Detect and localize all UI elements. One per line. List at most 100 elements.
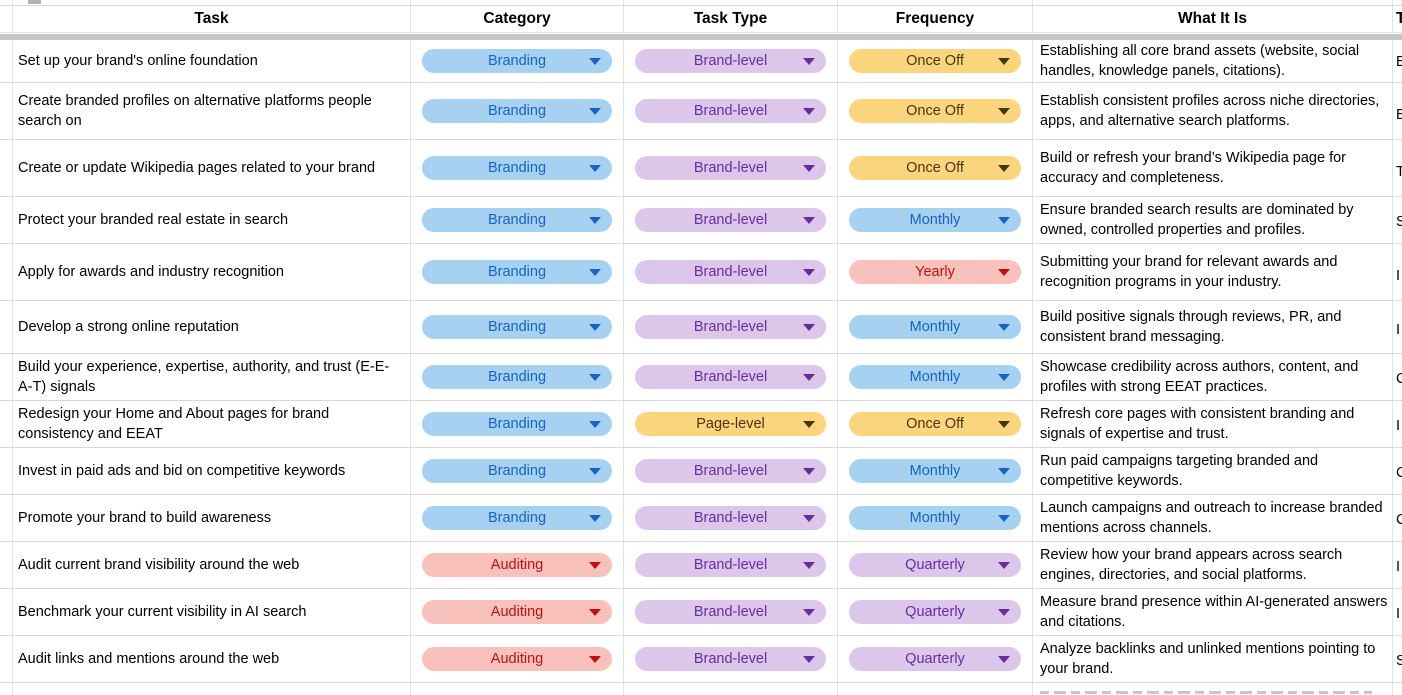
chevron-down-icon bbox=[998, 165, 1010, 172]
row-header-sliver-cell bbox=[0, 83, 13, 139]
frequency-cell: Quarterly bbox=[838, 636, 1033, 682]
frozen-row-divider[interactable] bbox=[0, 34, 1402, 40]
task-type-value: Brand-level bbox=[693, 510, 768, 526]
what-it-is-cell[interactable]: Ensure branded search results are domina… bbox=[1033, 197, 1393, 243]
category-dropdown[interactable]: Auditing bbox=[422, 647, 612, 671]
frequency-dropdown[interactable]: Once Off bbox=[849, 99, 1021, 123]
clipped-text-fragment: T bbox=[1396, 164, 1402, 180]
category-dropdown[interactable]: Branding bbox=[422, 459, 612, 483]
category-dropdown[interactable]: Branding bbox=[422, 99, 612, 123]
what-it-is-text: Establish consistent profiles across nic… bbox=[1040, 93, 1380, 129]
row-header-sliver-cell bbox=[0, 354, 13, 400]
task-type-dropdown[interactable]: Brand-level bbox=[635, 208, 826, 232]
frequency-dropdown[interactable]: Monthly bbox=[849, 459, 1021, 483]
task-text: Set up your brand's online foundation bbox=[18, 53, 258, 69]
category-dropdown[interactable]: Branding bbox=[422, 315, 612, 339]
chevron-down-icon bbox=[589, 468, 601, 475]
what-it-is-cell[interactable]: Launch campaigns and outreach to increas… bbox=[1033, 495, 1393, 541]
task-type-dropdown[interactable]: Brand-level bbox=[635, 156, 826, 180]
table-row: Create or update Wikipedia pages related… bbox=[0, 140, 1402, 197]
header-cell-category[interactable]: Category bbox=[411, 6, 624, 32]
task-type-dropdown[interactable]: Brand-level bbox=[635, 506, 826, 530]
header-cell-frequency[interactable]: Frequency bbox=[838, 6, 1033, 32]
category-dropdown[interactable]: Branding bbox=[422, 49, 612, 73]
frequency-dropdown[interactable]: Monthly bbox=[849, 506, 1021, 530]
frequency-dropdown[interactable]: Quarterly bbox=[849, 600, 1021, 624]
task-cell[interactable]: Audit current brand visibility around th… bbox=[13, 542, 411, 588]
what-it-is-text: Refresh core pages with consistent brand… bbox=[1040, 406, 1355, 442]
header-cell-task-type[interactable]: Task Type bbox=[624, 6, 838, 32]
header-cell-task[interactable]: Task bbox=[13, 6, 411, 32]
frequency-cell: Once Off bbox=[838, 83, 1033, 139]
header-cell-clipped[interactable]: T bbox=[1393, 6, 1402, 32]
frequency-dropdown[interactable]: Quarterly bbox=[849, 647, 1021, 671]
task-cell[interactable]: Create branded profiles on alternative p… bbox=[13, 83, 411, 139]
what-it-is-cell[interactable]: Analyze backlinks and unlinked mentions … bbox=[1033, 636, 1393, 682]
what-it-is-cell[interactable]: Run paid campaigns targeting branded and… bbox=[1033, 448, 1393, 494]
category-value: Branding bbox=[487, 103, 547, 119]
what-it-is-cell[interactable]: Build positive signals through reviews, … bbox=[1033, 301, 1393, 353]
task-type-dropdown[interactable]: Brand-level bbox=[635, 600, 826, 624]
category-dropdown[interactable]: Branding bbox=[422, 208, 612, 232]
header-cell-what-it-is[interactable]: What It Is bbox=[1033, 6, 1393, 32]
task-type-dropdown[interactable]: Brand-level bbox=[635, 315, 826, 339]
task-type-dropdown[interactable]: Brand-level bbox=[635, 553, 826, 577]
chevron-down-icon bbox=[803, 609, 815, 616]
frequency-dropdown[interactable]: Once Off bbox=[849, 156, 1021, 180]
what-it-is-cell[interactable]: Build or refresh your brand’s Wikipedia … bbox=[1033, 140, 1393, 196]
task-type-dropdown[interactable]: Brand-level bbox=[635, 365, 826, 389]
category-dropdown[interactable]: Branding bbox=[422, 412, 612, 436]
frequency-cell: Once Off bbox=[838, 40, 1033, 82]
task-type-cell: Brand-level bbox=[624, 140, 838, 196]
task-cell[interactable]: Promote your brand to build awareness bbox=[13, 495, 411, 541]
task-type-dropdown[interactable]: Brand-level bbox=[635, 647, 826, 671]
task-type-dropdown[interactable]: Brand-level bbox=[635, 49, 826, 73]
category-dropdown[interactable]: Branding bbox=[422, 260, 612, 284]
task-cell[interactable]: Invest in paid ads and bid on competitiv… bbox=[13, 448, 411, 494]
row-header-cell[interactable] bbox=[0, 6, 13, 32]
task-cell[interactable]: Redesign your Home and About pages for b… bbox=[13, 401, 411, 447]
frequency-dropdown[interactable]: Once Off bbox=[849, 412, 1021, 436]
task-cell[interactable]: Benchmark your current visibility in AI … bbox=[13, 589, 411, 635]
category-dropdown[interactable]: Branding bbox=[422, 506, 612, 530]
frequency-dropdown[interactable]: Monthly bbox=[849, 315, 1021, 339]
task-cell[interactable]: Protect your branded real estate in sear… bbox=[13, 197, 411, 243]
clipped-column-cell: E bbox=[1393, 83, 1402, 139]
chevron-down-icon bbox=[589, 58, 601, 65]
category-cell: Branding bbox=[411, 197, 624, 243]
scroll-position-marker bbox=[28, 0, 41, 4]
task-type-dropdown[interactable]: Brand-level bbox=[635, 260, 826, 284]
category-dropdown[interactable]: Branding bbox=[422, 156, 612, 180]
task-cell[interactable]: Develop a strong online reputation bbox=[13, 301, 411, 353]
category-dropdown[interactable]: Branding bbox=[422, 365, 612, 389]
task-cell[interactable]: Audit links and mentions around the web bbox=[13, 636, 411, 682]
task-cell[interactable]: Create or update Wikipedia pages related… bbox=[13, 140, 411, 196]
what-it-is-cell[interactable]: Refresh core pages with consistent brand… bbox=[1033, 401, 1393, 447]
category-cell: Branding bbox=[411, 354, 624, 400]
task-text: Audit links and mentions around the web bbox=[18, 651, 280, 667]
task-type-dropdown[interactable]: Page-level bbox=[635, 412, 826, 436]
task-cell[interactable]: Build your experience, expertise, author… bbox=[13, 354, 411, 400]
task-type-dropdown[interactable]: Brand-level bbox=[635, 99, 826, 123]
frequency-dropdown[interactable]: Once Off bbox=[849, 49, 1021, 73]
row-header-sliver-cell bbox=[0, 197, 13, 243]
task-type-cell: Brand-level bbox=[624, 589, 838, 635]
what-it-is-cell[interactable]: Establishing all core brand assets (webs… bbox=[1033, 40, 1393, 82]
what-it-is-cell[interactable]: Establish consistent profiles across nic… bbox=[1033, 83, 1393, 139]
frequency-dropdown[interactable]: Quarterly bbox=[849, 553, 1021, 577]
category-dropdown[interactable]: Auditing bbox=[422, 553, 612, 577]
what-it-is-cell[interactable]: Measure brand presence within AI-generat… bbox=[1033, 589, 1393, 635]
frequency-dropdown[interactable]: Monthly bbox=[849, 365, 1021, 389]
category-value: Auditing bbox=[490, 557, 544, 573]
task-cell[interactable]: Set up your brand's online foundation bbox=[13, 40, 411, 82]
task-type-dropdown[interactable]: Brand-level bbox=[635, 459, 826, 483]
frequency-dropdown[interactable]: Yearly bbox=[849, 260, 1021, 284]
clipped-text-fragment: I bbox=[1396, 322, 1401, 338]
category-dropdown[interactable]: Auditing bbox=[422, 600, 612, 624]
category-value: Branding bbox=[487, 369, 547, 385]
what-it-is-cell[interactable]: Review how your brand appears across sea… bbox=[1033, 542, 1393, 588]
what-it-is-cell[interactable]: Showcase credibility across authors, con… bbox=[1033, 354, 1393, 400]
frequency-dropdown[interactable]: Monthly bbox=[849, 208, 1021, 232]
task-cell[interactable]: Apply for awards and industry recognitio… bbox=[13, 244, 411, 300]
what-it-is-cell[interactable]: Submitting your brand for relevant award… bbox=[1033, 244, 1393, 300]
